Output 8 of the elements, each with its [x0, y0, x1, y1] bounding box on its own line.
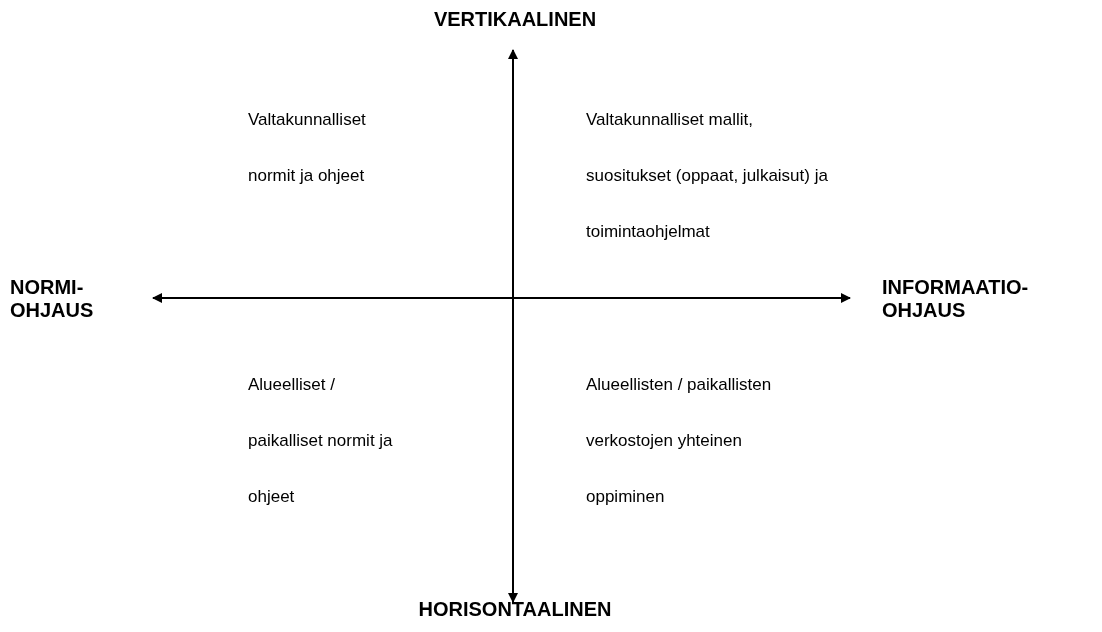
- axis-title: INFORMAATIO- OHJAUS: [882, 276, 1030, 322]
- quadrant-text: Alueelliset / paikalliset normit ja ohjeet: [248, 374, 393, 508]
- axis-title: HORISONTAALINEN: [417, 598, 613, 621]
- axis-title: NORMI- OHJAUS: [10, 276, 95, 322]
- quadrant-text: Valtakunnalliset normit ja ohjeet: [248, 109, 367, 187]
- quadrant-text: Alueellisten / paikallisten verkostojen yhteinen oppiminen: [586, 374, 773, 508]
- quadrant-text: Valtakunnalliset mallit, suositukset (oppaat, julkaisut) ja toimintaohjelmat: [586, 109, 829, 243]
- axis-title: VERTIKAALINEN: [432, 8, 598, 31]
